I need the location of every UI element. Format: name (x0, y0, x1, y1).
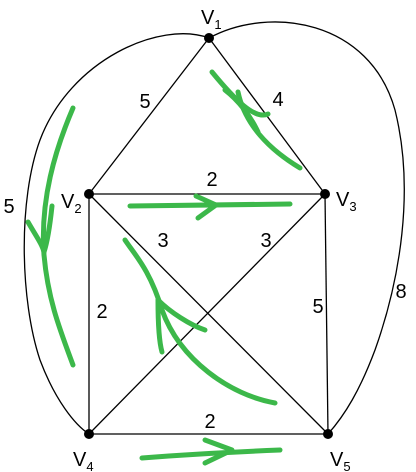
vertex-v1 (204, 33, 214, 43)
edge-v1-v5 (208, 21, 405, 435)
green-annotations (25, 69, 303, 466)
edge-weight-v1-v5: 8 (395, 281, 406, 303)
vertices (84, 33, 333, 439)
edge-v3-v4 (88, 193, 326, 435)
green-arrow-center-up (122, 237, 278, 406)
weight-labels: 5 4 2 2 3 3 5 2 5 8 (3, 89, 406, 433)
vertex-label-v3: V3 (336, 189, 357, 214)
edge-weight-v3-v4: 3 (260, 230, 271, 252)
vertex-label-v1: V1 (201, 7, 222, 32)
edge-v3-v5 (324, 193, 329, 435)
vertex-label-v4: V4 (73, 449, 94, 472)
vertex-label-v2: V2 (61, 191, 82, 216)
edge-weight-v2-v4: 2 (96, 301, 107, 323)
green-arrow-v4-to-v5 (139, 437, 283, 466)
vertex-v2 (84, 189, 94, 199)
edge-weight-v2-v5: 3 (157, 230, 168, 252)
edge-v1-v2 (88, 37, 210, 195)
green-arrow-v3-to-v1 (209, 69, 303, 171)
vertex-v3 (320, 189, 330, 199)
edge-weight-v1-v4: 5 (3, 196, 14, 218)
green-arrow-v2-to-v3 (127, 193, 293, 221)
edges (23, 21, 405, 435)
edge-weight-v4-v5: 2 (204, 411, 215, 433)
vertex-label-v5: V5 (330, 449, 351, 472)
edge-weight-v1-v3: 4 (272, 89, 283, 111)
vertex-v4 (84, 429, 94, 439)
edge-v1-v4 (23, 33, 210, 435)
edge-v2-v5 (88, 193, 329, 435)
edge-weight-v3-v5: 5 (312, 296, 323, 318)
edge-weight-v1-v2: 5 (139, 91, 150, 113)
vertex-v5 (323, 429, 333, 439)
green-arrow-left-down (25, 105, 76, 368)
edge-weight-v2-v3: 2 (206, 169, 217, 191)
